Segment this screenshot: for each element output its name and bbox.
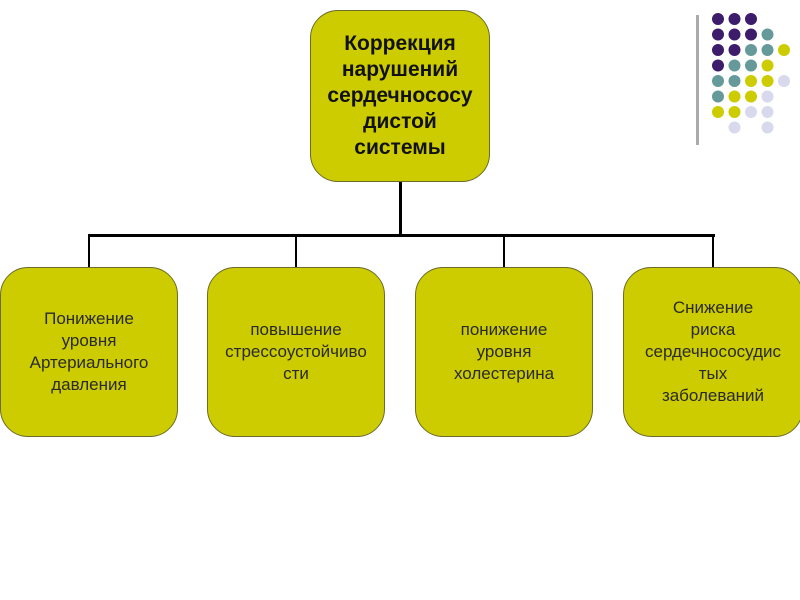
decorative-dot: [712, 13, 724, 25]
child-node-cardio-risk: Снижение риска сердечнососудис тых заболеван…: [623, 267, 800, 437]
child-node-cholesterol: понижение уровня холестерина: [415, 267, 593, 437]
decorative-bar: [696, 15, 699, 145]
root-node-text: Коррекция нарушений сердечнососу дистой сист…: [327, 31, 472, 161]
text-line: стрессоустойчиво: [225, 342, 367, 361]
decorative-dot: [712, 59, 724, 72]
text-line: Коррекция: [344, 32, 456, 55]
child-node-text: Снижение риска сердечнососудис тых заболеван…: [645, 297, 781, 407]
decorative-dot: [778, 44, 790, 56]
text-line: уровня: [61, 331, 117, 350]
decorative-dot: [712, 75, 724, 87]
text-line: дистой: [363, 110, 437, 133]
text-line: понижение: [460, 320, 548, 339]
decorative-dot: [761, 59, 774, 72]
child-node-stress-resistance: повышение стрессоустойчиво сти: [207, 267, 385, 437]
child-node-text: повышение стрессоустойчиво сти: [225, 319, 367, 385]
decorative-dot: [761, 121, 774, 134]
decorative-dot: [761, 75, 774, 87]
decorative-dot: [712, 44, 724, 56]
text-line: тых: [698, 364, 728, 383]
decorative-dot: [728, 13, 741, 25]
decorative-dot: [712, 90, 724, 103]
text-line: повышение: [250, 320, 342, 339]
decorative-dot: [745, 90, 757, 103]
connector-child-3: [503, 235, 505, 268]
text-line: холестерина: [453, 364, 555, 383]
decorative-dot: [728, 121, 741, 134]
connector-root-vertical: [399, 181, 402, 237]
connector-child-1: [88, 235, 90, 268]
decorative-dot: [728, 28, 741, 41]
child-node-text: понижение уровня холестерина: [454, 319, 554, 385]
decorative-dot: [712, 28, 724, 41]
decorative-dot: [745, 59, 757, 72]
decorative-dot: [745, 28, 757, 41]
text-line: системы: [354, 136, 446, 159]
text-line: нарушений: [341, 58, 459, 81]
decorative-dot: [761, 90, 774, 103]
text-line: сти: [283, 364, 309, 383]
root-node: Коррекция нарушений сердечнососу дистой сист…: [310, 10, 490, 182]
decorative-dot-grid: [712, 13, 790, 134]
decorative-dot: [761, 28, 774, 41]
decorative-dot: [745, 44, 757, 56]
text-line: Понижение: [44, 309, 134, 328]
connector-horizontal: [88, 234, 715, 237]
text-line: уровня: [476, 342, 532, 361]
connector-child-4: [712, 235, 714, 268]
connector-child-2: [295, 235, 297, 268]
text-line: сердечнососу: [327, 84, 473, 107]
decorative-dot: [728, 106, 741, 118]
decorative-dot: [728, 75, 741, 87]
decorative-dot: [778, 75, 790, 87]
decorative-dot: [728, 90, 741, 103]
decorative-dot: [745, 13, 757, 25]
text-line: давления: [51, 375, 127, 394]
text-line: Артериального: [29, 353, 149, 372]
text-line: сердечнососудис: [644, 342, 782, 361]
decorative-dot: [728, 44, 741, 56]
decorative-dot: [728, 59, 741, 72]
text-line: заболеваний: [661, 386, 765, 405]
decorative-dot: [761, 106, 774, 118]
decorative-dot: [745, 106, 757, 118]
text-line: Снижение: [672, 298, 754, 317]
decorative-dot: [761, 44, 774, 56]
decorative-dot: [712, 106, 724, 118]
decorative-dot: [745, 75, 757, 87]
text-line: риска: [690, 320, 736, 339]
